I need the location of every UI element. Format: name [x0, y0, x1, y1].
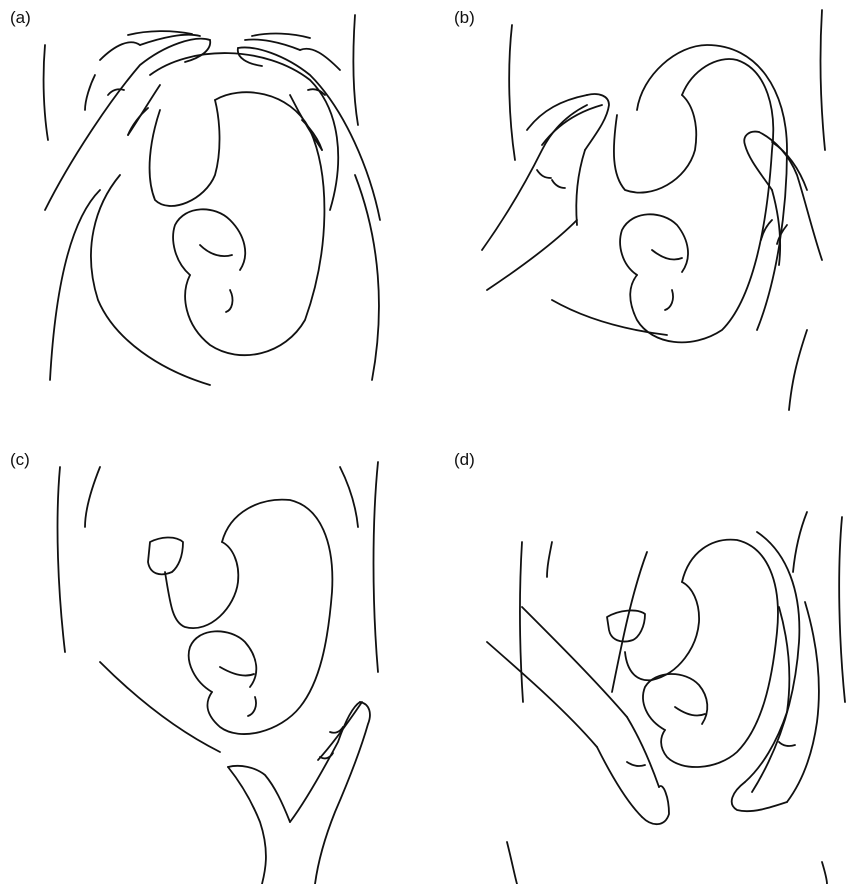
panel-a-fundal-palpation: (a) [0, 0, 426, 442]
abdomen-outline [507, 512, 845, 884]
right-hand [744, 132, 822, 265]
panel-b-illustration [427, 0, 853, 442]
left-hand [487, 607, 669, 824]
left-hand [482, 94, 609, 250]
panel-c-illustration [0, 442, 426, 884]
abdomen-outline [44, 15, 379, 385]
grasping-hand [228, 702, 370, 884]
panel-c-pawlik-grip: (c) [0, 442, 426, 884]
panel-a-illustration [0, 0, 426, 442]
fetus-outline [614, 59, 773, 342]
fetus-outline [607, 540, 778, 767]
right-hand [732, 602, 819, 811]
panel-d-illustration [427, 442, 853, 884]
fetus-outline [148, 500, 332, 734]
fetus-outline [150, 92, 325, 355]
right-hand [238, 34, 380, 220]
panel-d-pelvic-grip: (d) [427, 442, 853, 884]
panel-b-lateral-palpation: (b) [427, 0, 853, 442]
